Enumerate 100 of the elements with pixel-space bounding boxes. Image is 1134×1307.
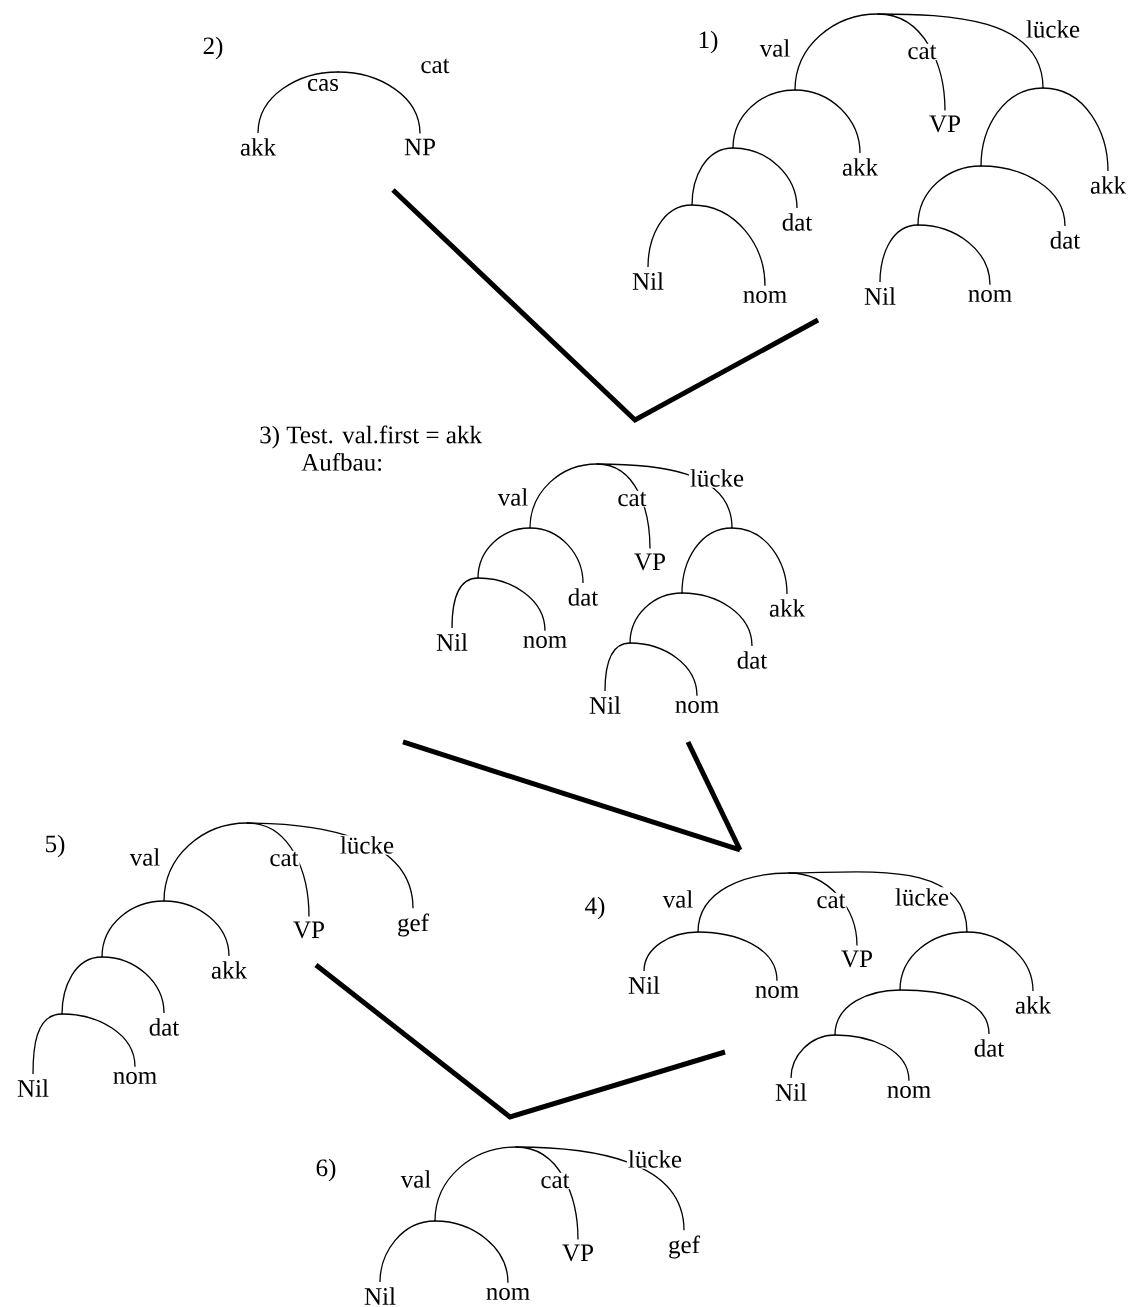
feature-arc (980, 87, 1044, 167)
feature-arc (529, 463, 598, 529)
leaf-label: akk (1015, 996, 1052, 1014)
leaf-label: akk (240, 138, 277, 156)
leaf-label: Nil (364, 1287, 396, 1305)
feature-arc (477, 527, 531, 579)
edge-label: lücke (338, 835, 396, 855)
feature-arc (681, 592, 753, 647)
feature-arc (163, 900, 230, 957)
step-label: 4) (585, 896, 605, 920)
feature-arc (732, 89, 796, 149)
feature-arc (794, 89, 861, 154)
feature-arc (917, 224, 991, 286)
feature-arc (643, 931, 699, 972)
leaf-label: nom (968, 290, 1012, 302)
feature-arc (61, 956, 103, 1015)
leaf-label: nom (755, 986, 799, 998)
edge-label: cas (306, 78, 340, 92)
step-label: Aufbau: (301, 453, 382, 471)
edge-label: cat (906, 43, 938, 61)
edge-label: cat (815, 892, 847, 910)
leaf-label: nom (113, 1072, 157, 1084)
step-label: 2) (203, 36, 223, 60)
feature-arc (794, 13, 879, 91)
feature-arc (879, 224, 919, 283)
leaf-label: Nil (17, 1079, 49, 1097)
edge-label: lücke (893, 887, 951, 907)
feature-arc (629, 592, 683, 644)
leaf-label: dat (974, 1039, 1005, 1057)
leaf-label: Nil (632, 272, 664, 290)
leaf-label: akk (211, 961, 248, 979)
edge-label: val (496, 487, 530, 507)
leaf-label: Nil (589, 696, 621, 714)
leaf-label: dat (782, 213, 813, 231)
edge-label: val (128, 847, 162, 867)
edge-label: lücke (626, 1149, 684, 1169)
feature-arc (681, 527, 733, 594)
feature-arc (1042, 87, 1109, 172)
step-label: 5) (46, 834, 65, 858)
feature-arc (899, 989, 990, 1035)
leaf-label: nom (675, 701, 719, 713)
leaf-label: Nil (775, 1083, 807, 1101)
leaf-label: nom (523, 636, 567, 648)
feature-arc (101, 956, 165, 1014)
leaf-label: nom (887, 1086, 931, 1098)
leaf-label: akk (769, 599, 806, 617)
leaf-label: dat (737, 651, 768, 669)
leaf-label: akk (1090, 176, 1127, 194)
edge-label: cat (539, 1172, 571, 1190)
feature-arc (604, 642, 631, 692)
feature-arc (877, 13, 1044, 89)
edge-label: cat (616, 490, 648, 508)
feature-arc (379, 1220, 436, 1283)
leaf-label: akk (842, 158, 879, 176)
edge-label: val (758, 38, 792, 58)
edge-label: cat (268, 850, 300, 868)
leaf-label: Nil (436, 633, 468, 651)
leaf-label: VP (634, 553, 665, 571)
leaf-label: VP (562, 1244, 593, 1262)
feature-arc (434, 1146, 517, 1222)
feature-arc (515, 1146, 685, 1231)
feature-arc (899, 931, 968, 991)
feature-arc (834, 989, 901, 1036)
feature-arc (691, 204, 766, 287)
feature-arc (163, 822, 248, 902)
leaf-label: dat (149, 1018, 180, 1036)
feature-arc (966, 931, 1034, 992)
edge-label: val (399, 1169, 433, 1189)
feature-arc (697, 931, 778, 982)
edge-label: lücke (688, 468, 746, 488)
feature-arc (788, 871, 968, 933)
feature-arc (980, 165, 1066, 227)
leaf-label: gef (398, 913, 429, 937)
feature-arc (691, 147, 734, 206)
feature-arc (477, 577, 546, 632)
feature-arc (101, 900, 165, 958)
leaf-label: VP (929, 115, 960, 133)
feature-arc (434, 1220, 509, 1284)
feature-arc (731, 527, 788, 595)
feature-arc (917, 165, 982, 226)
feature-arc (451, 577, 479, 629)
leaf-label: dat (1050, 231, 1081, 249)
step-label: 3) Test. val.first = akk (260, 425, 482, 449)
leaf-label: Nil (628, 976, 660, 994)
leaf-label: Nil (864, 287, 896, 305)
feature-arc (834, 1034, 910, 1082)
feature-arc (257, 71, 339, 134)
feature-arc (732, 147, 798, 209)
leaf-label: VP (293, 921, 324, 939)
leaf-label: dat (568, 588, 599, 606)
feature-arc (790, 1034, 836, 1079)
feature-arc (629, 642, 698, 697)
feature-arc (647, 204, 693, 268)
leaf-label: gef (669, 1235, 700, 1259)
leaf-label: NP (404, 138, 435, 156)
feature-arc (337, 71, 421, 135)
step-label: 1) (699, 30, 718, 54)
leaf-label: nom (486, 1288, 530, 1300)
feature-arc (61, 1013, 136, 1068)
leaf-label: nom (743, 291, 787, 303)
